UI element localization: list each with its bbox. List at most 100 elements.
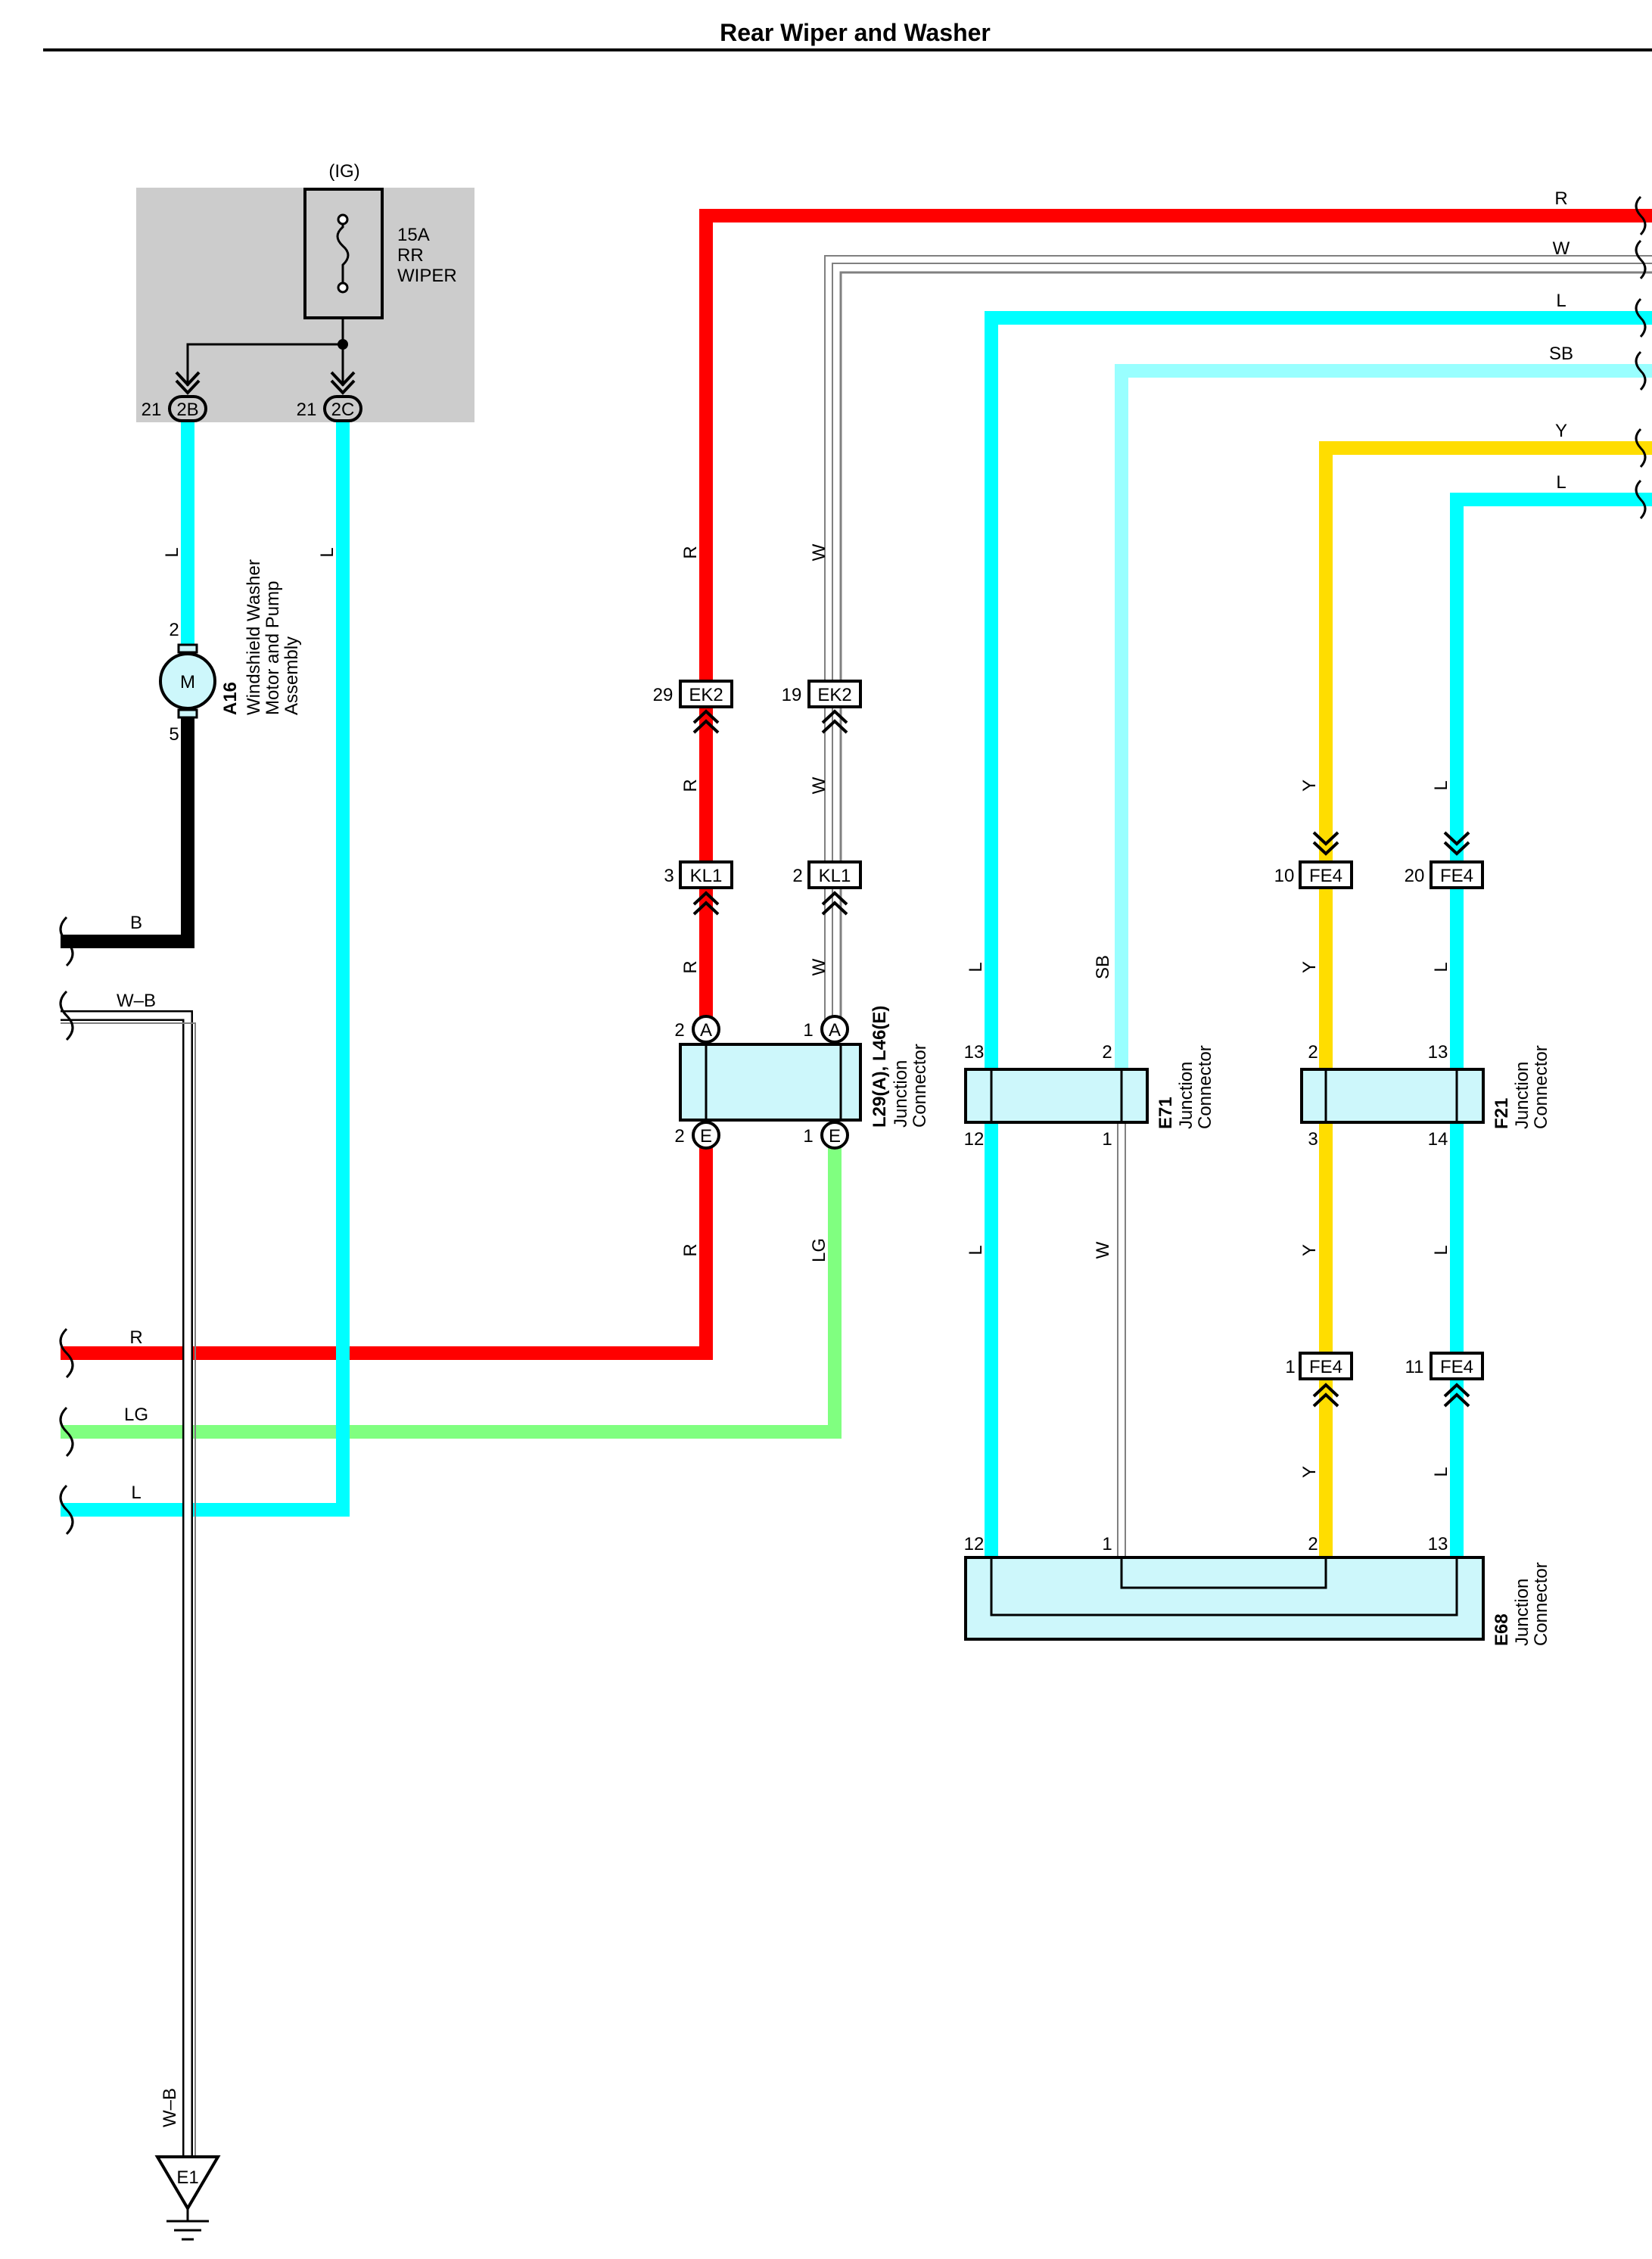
- wire-lg: [61, 1135, 842, 1439]
- svg-text:Y: Y: [1299, 961, 1320, 973]
- junction-connector-e71: 13 2 12 1 E71 Junction Connector: [964, 1042, 1215, 1150]
- svg-text:15A: 15A: [397, 225, 430, 245]
- svg-text:FE4: FE4: [1309, 1357, 1342, 1377]
- svg-text:Y: Y: [1299, 779, 1320, 792]
- svg-text:12: 12: [964, 1129, 985, 1150]
- svg-text:WIPER: WIPER: [397, 266, 457, 286]
- svg-text:Windshield Washer: Windshield Washer: [244, 559, 264, 715]
- svg-text:12: 12: [964, 1534, 985, 1554]
- svg-text:Y: Y: [1299, 1466, 1320, 1478]
- svg-text:2: 2: [1102, 1042, 1112, 1063]
- wire-r-bottom: [61, 1135, 713, 1360]
- svg-text:L: L: [966, 1245, 986, 1255]
- svg-text:L: L: [1431, 962, 1451, 972]
- svg-text:L: L: [162, 547, 182, 557]
- svg-text:2: 2: [1308, 1042, 1318, 1063]
- wire-l-2c: [61, 420, 350, 1517]
- svg-text:L: L: [1556, 291, 1566, 311]
- svg-text:RR: RR: [397, 245, 424, 266]
- wire-b: [61, 711, 194, 948]
- svg-text:1: 1: [803, 1020, 813, 1041]
- svg-text:21: 21: [297, 400, 317, 420]
- svg-text:KL1: KL1: [819, 866, 851, 886]
- svg-text:2B: 2B: [176, 400, 198, 420]
- svg-text:5: 5: [169, 724, 179, 745]
- svg-text:L: L: [1431, 1245, 1451, 1255]
- svg-text:Y: Y: [1555, 421, 1567, 441]
- svg-text:E: E: [829, 1126, 841, 1147]
- connector-kl1-2: KL1 2: [792, 860, 862, 916]
- left-wire-breaks: [59, 916, 74, 1536]
- wire-wb: [61, 1010, 193, 2161]
- svg-text:W: W: [809, 776, 829, 794]
- svg-text:R: R: [680, 779, 701, 792]
- connector-fe4-1: FE4 1: [1285, 1352, 1353, 1408]
- wire-l-top: [985, 311, 1652, 1557]
- connector-ek2-19: EK2 19: [782, 680, 862, 734]
- svg-text:Junction: Junction: [1512, 1579, 1532, 1646]
- svg-text:13: 13: [1428, 1042, 1448, 1063]
- junction-connector-e68: 12 1 2 13 E68 Junction Connector: [964, 1534, 1551, 1646]
- svg-text:(IG): (IG): [328, 161, 359, 182]
- svg-text:Assembly: Assembly: [282, 636, 302, 715]
- svg-text:FE4: FE4: [1440, 1357, 1473, 1377]
- vertical-wire-labels: L L R W R W R W R LG L SB L W Y L Y L Y …: [160, 543, 1451, 2127]
- svg-text:A16: A16: [220, 682, 241, 715]
- svg-text:F21: F21: [1492, 1098, 1512, 1129]
- svg-text:10: 10: [1274, 866, 1295, 886]
- svg-text:2: 2: [1308, 1534, 1318, 1554]
- wires: [61, 209, 1652, 2161]
- svg-text:Connector: Connector: [1531, 1045, 1551, 1129]
- svg-text:3: 3: [664, 866, 674, 886]
- svg-text:1: 1: [1102, 1129, 1112, 1150]
- svg-text:SB: SB: [1549, 344, 1573, 364]
- svg-text:1: 1: [1102, 1534, 1112, 1554]
- svg-text:2: 2: [169, 620, 179, 640]
- svg-text:L: L: [1431, 1467, 1451, 1476]
- wire-l-right: [1450, 493, 1652, 1557]
- washer-motor-a16: M 2 5 A16 Windshield Washer Motor and Pu…: [159, 559, 302, 745]
- connector-fe4-10: FE4 10: [1274, 831, 1353, 889]
- svg-text:L: L: [317, 547, 338, 557]
- jb-pin-2c: 2C 21: [297, 371, 362, 422]
- connector-fe4-20: FE4 20: [1405, 831, 1484, 889]
- svg-text:E68: E68: [1492, 1613, 1512, 1646]
- svg-text:2: 2: [792, 866, 802, 886]
- connector-ek2-29: EK2 29: [653, 680, 733, 734]
- svg-text:EK2: EK2: [689, 685, 723, 705]
- ground-icon: [154, 2155, 221, 2211]
- jb-pin-2b: 2B 21: [142, 371, 207, 422]
- svg-text:W: W: [1093, 1241, 1113, 1259]
- svg-text:11: 11: [1405, 1357, 1424, 1377]
- svg-text:B: B: [130, 913, 142, 933]
- svg-text:29: 29: [653, 685, 674, 705]
- svg-text:LG: LG: [124, 1405, 148, 1425]
- svg-text:R: R: [680, 546, 701, 559]
- svg-text:L: L: [1556, 472, 1566, 493]
- svg-text:Junction: Junction: [1176, 1062, 1196, 1129]
- svg-text:L: L: [131, 1483, 141, 1503]
- fuse-icon: [336, 219, 350, 288]
- svg-text:21: 21: [142, 400, 162, 420]
- svg-text:Y: Y: [1299, 1244, 1320, 1256]
- svg-text:R: R: [680, 960, 701, 973]
- svg-text:E71: E71: [1156, 1097, 1176, 1129]
- wire-sb: [1115, 364, 1652, 1069]
- svg-text:SB: SB: [1093, 955, 1113, 979]
- svg-text:2: 2: [674, 1020, 684, 1041]
- svg-text:Connector: Connector: [1531, 1562, 1551, 1646]
- svg-text:13: 13: [964, 1042, 985, 1063]
- junction-connector-l29-l46: A 2 A 1 E 2 E 1 L29(A), L46(E) Junction …: [674, 1006, 930, 1150]
- right-wire-breaks: [1635, 195, 1647, 520]
- fuse-rr-wiper: (IG) 15A RR WIPER: [186, 161, 457, 386]
- wire-r-top: [699, 209, 1652, 1029]
- svg-text:EK2: EK2: [817, 685, 851, 705]
- svg-text:Connector: Connector: [910, 1044, 930, 1128]
- svg-text:E1: E1: [176, 2167, 198, 2188]
- svg-text:L: L: [966, 962, 986, 972]
- motor-icon: M: [180, 672, 195, 692]
- svg-text:L: L: [1431, 780, 1451, 790]
- svg-text:20: 20: [1405, 866, 1425, 886]
- svg-text:R: R: [1554, 188, 1567, 209]
